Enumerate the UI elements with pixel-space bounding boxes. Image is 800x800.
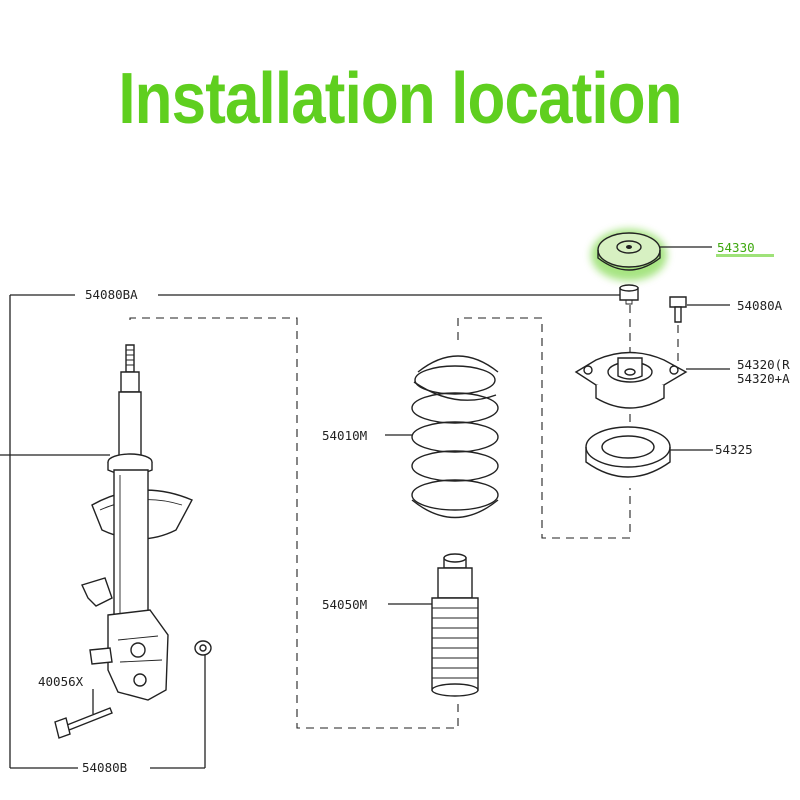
label-54320-a: 54320+A (737, 371, 790, 386)
frame-bracket (0, 288, 626, 769)
strut-mount-cap (591, 229, 667, 281)
page-title: Installation location (118, 59, 682, 139)
strut-bearing (585, 426, 671, 478)
label-highlight-54330 (716, 254, 774, 257)
strut-assembly (54, 344, 212, 739)
label-54320: 54320(R (737, 357, 790, 372)
label-54080A: 54080A (737, 298, 783, 313)
label-54330: 54330 (717, 240, 755, 255)
label-54010M: 54010M (322, 428, 367, 443)
coil-spring (411, 355, 499, 519)
label-54050M: 54050M (322, 597, 367, 612)
leader-lines (92, 246, 730, 714)
mount-bolt (669, 296, 687, 323)
label-54325: 54325 (715, 442, 753, 457)
top-nut (619, 284, 639, 305)
label-54080B: 54080B (82, 760, 127, 775)
dust-boot (431, 553, 479, 697)
label-54080BA: 54080BA (85, 287, 138, 302)
label-40056X: 40056X (38, 674, 84, 689)
strut-mount (574, 351, 688, 409)
